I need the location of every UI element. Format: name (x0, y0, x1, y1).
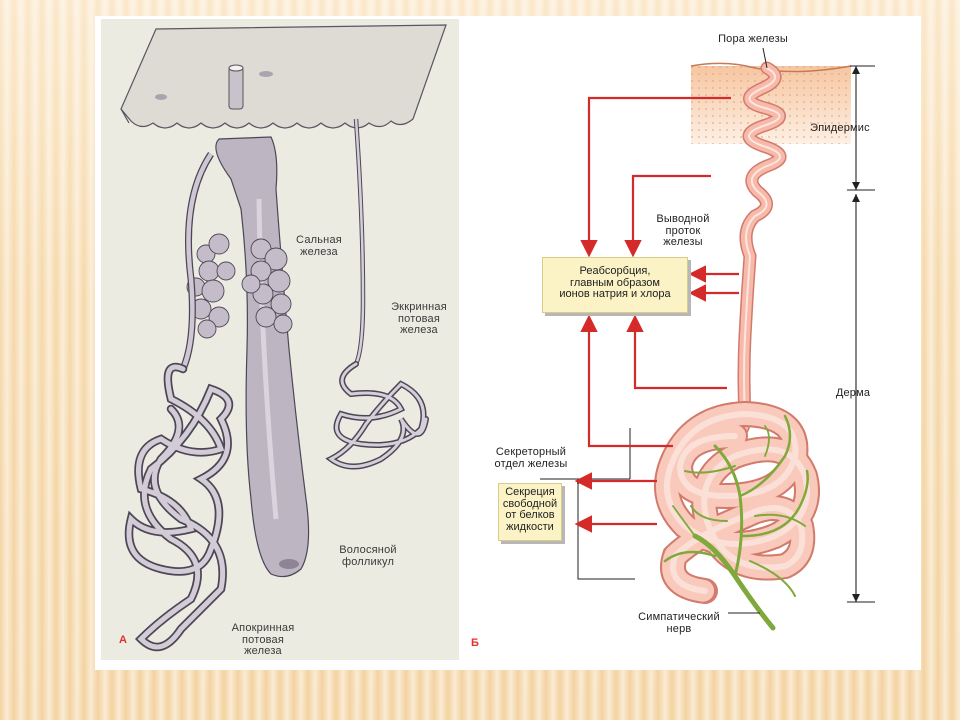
label-apocrine-gland: Апокринная потовая железа (231, 622, 295, 657)
label-sympathetic-nerve: Симпатический нерв (638, 611, 720, 635)
label-eccrine-gland: Эккринная потовая железа (391, 301, 447, 336)
secretory-coil-shape (654, 400, 820, 604)
slide-figure: А Сальная железа Эккринная потовая желез… (95, 16, 921, 670)
sympathetic-nerve-shape (663, 414, 809, 631)
secretion-box: Секреция свободной от белков жидкости (498, 483, 562, 541)
label-epidermis: Эпидермис (810, 122, 870, 134)
panel-a-letter: А (119, 634, 127, 646)
panel-b-letter: Б (471, 637, 479, 649)
apocrine-gland-shape (124, 362, 234, 652)
eccrine-gland-shape (325, 361, 429, 470)
label-sebaceous-gland: Сальная железа (296, 234, 342, 258)
label-duct: Выводной проток железы (656, 213, 710, 248)
label-dermis: Дерма (835, 387, 871, 399)
label-hair-follicle: Волосяной фолликул (339, 544, 397, 568)
label-pore: Пора железы (718, 33, 788, 45)
label-secretory-part: Секреторный отдел железы (494, 446, 568, 470)
reabsorption-box: Реабсорбция, главным образом ионов натри… (542, 257, 688, 313)
flow-arrows (574, 96, 739, 533)
duct-shape (728, 61, 787, 443)
skin-slab (120, 24, 447, 129)
panel-b-schematic (540, 47, 875, 631)
panel-a-illustration: А Сальная железа Эккринная потовая желез… (101, 19, 459, 660)
skin-glands-illustration (120, 24, 447, 652)
dimension-lines (847, 65, 875, 603)
